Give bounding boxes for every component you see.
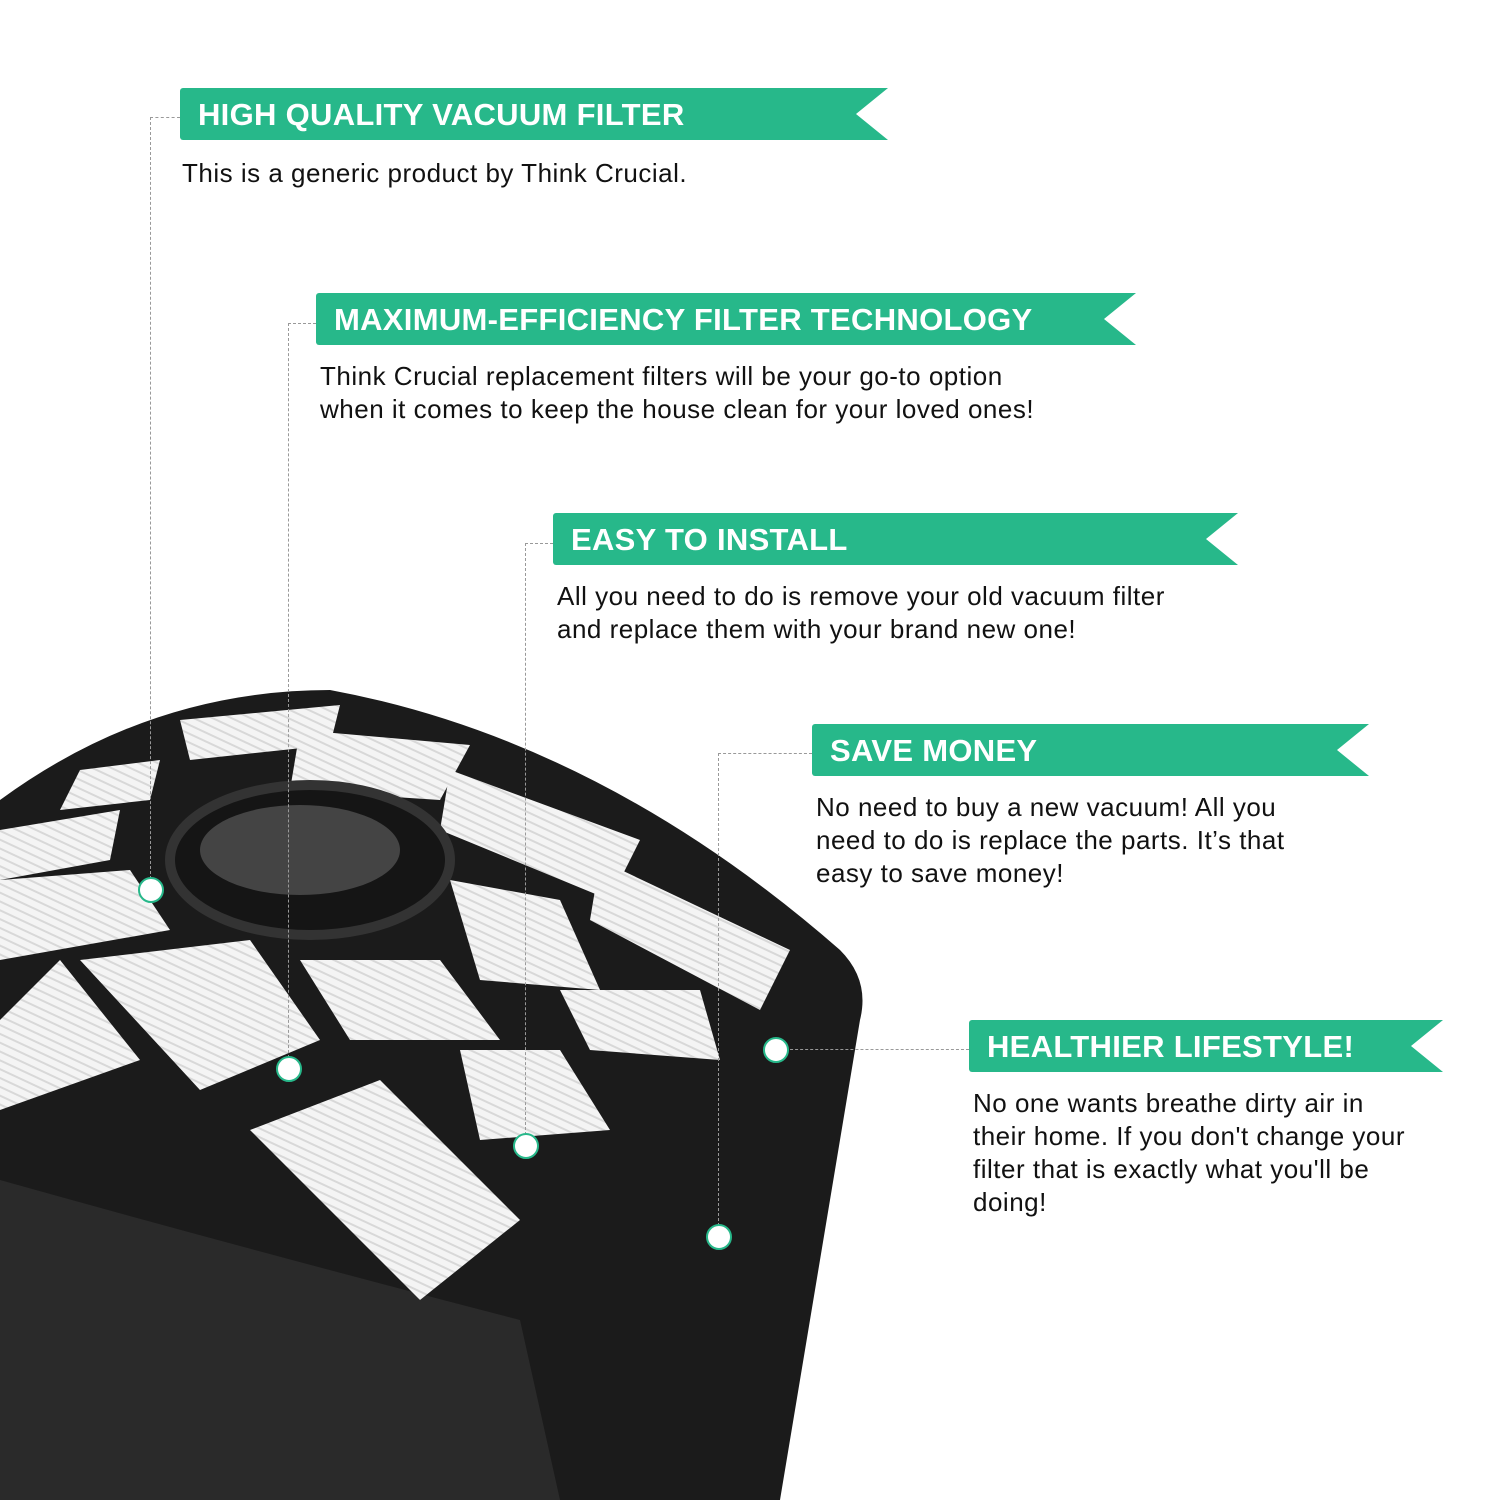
description-line: easy to save money! <box>816 858 1064 888</box>
feature-banner-high-quality: HIGH QUALITY VACUUM FILTER <box>180 88 888 140</box>
callout-dot <box>763 1037 789 1063</box>
feature-description: This is a generic product by Think Cruci… <box>182 157 687 190</box>
feature-description: Think Crucial replacement filters will b… <box>320 360 1034 426</box>
description-line: No one wants breathe dirty air in <box>973 1088 1364 1118</box>
vacuum-filter-image <box>0 690 863 1500</box>
feature-description: No one wants breathe dirty air in their … <box>973 1087 1405 1219</box>
description-line: This is a generic product by Think Cruci… <box>182 158 688 188</box>
callout-dot <box>138 877 164 903</box>
connector-line <box>718 753 812 754</box>
connector-line <box>288 323 289 1068</box>
description-line: Think Crucial replacement filters will b… <box>320 361 1003 391</box>
description-line: their home. If you don't change your <box>973 1121 1405 1151</box>
feature-description: No need to buy a new vacuum! All you nee… <box>816 791 1285 890</box>
connector-line <box>525 543 526 1145</box>
connector-line <box>775 1049 969 1050</box>
feature-description: All you need to do is remove your old va… <box>557 580 1165 646</box>
callout-dot <box>706 1224 732 1250</box>
connector-line <box>150 117 180 118</box>
feature-banner-save-money: SAVE MONEY <box>812 724 1369 776</box>
description-line: No need to buy a new vacuum! All you <box>816 792 1277 822</box>
callout-dot <box>513 1133 539 1159</box>
connector-line <box>718 753 719 1236</box>
feature-banner-healthier-lifestyle: HEALTHIER LIFESTYLE! <box>969 1020 1443 1072</box>
description-line: filter that is exactly what you'll be <box>973 1154 1370 1184</box>
description-line: All you need to do is remove your old va… <box>557 581 1165 611</box>
connector-line <box>288 323 316 324</box>
description-line: need to do is replace the parts. It’s th… <box>816 825 1285 855</box>
description-line: doing! <box>973 1187 1047 1217</box>
description-line: when it comes to keep the house clean fo… <box>320 394 1035 424</box>
feature-banner-max-efficiency: MAXIMUM-EFFICIENCY FILTER TECHNOLOGY <box>316 293 1136 345</box>
connector-line <box>150 117 151 889</box>
feature-banner-easy-install: EASY TO INSTALL <box>553 513 1238 565</box>
callout-dot <box>276 1056 302 1082</box>
connector-line <box>525 543 553 544</box>
description-line: and replace them with your brand new one… <box>557 614 1077 644</box>
